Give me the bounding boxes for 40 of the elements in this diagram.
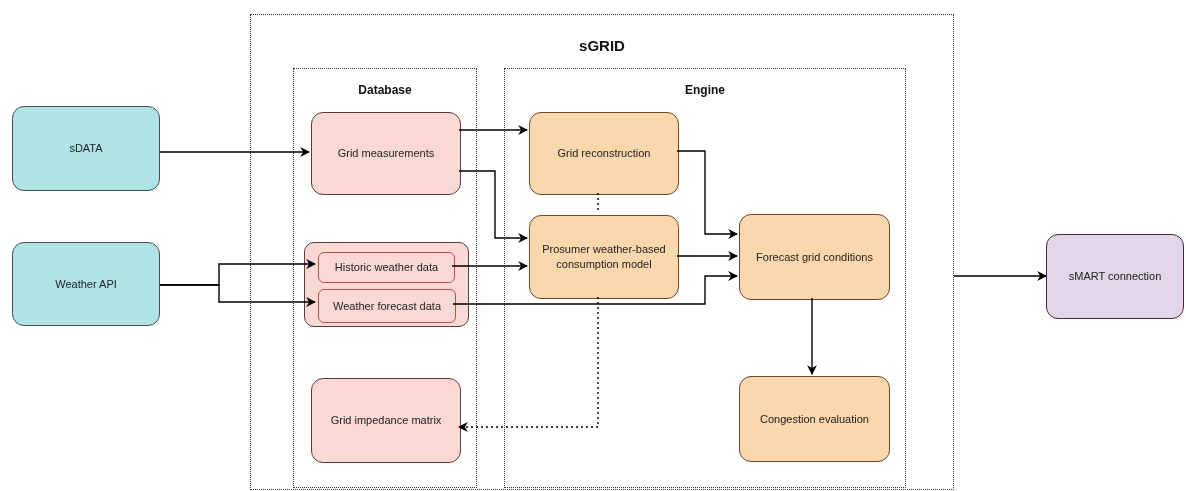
process-box <box>739 214 890 300</box>
system-container <box>250 14 954 490</box>
engine-container <box>504 68 906 488</box>
arrow <box>458 170 528 243</box>
box-label: Weather forecast data <box>333 298 441 314</box>
arrow <box>458 296 599 432</box>
arrow <box>451 261 528 271</box>
box-label: Grid impedance matrix <box>330 413 442 428</box>
group-heading: Engine <box>684 82 726 99</box>
process-box <box>739 376 890 462</box>
process-box <box>529 112 679 195</box>
data-box <box>318 252 455 283</box>
data-box <box>318 289 456 323</box>
arrow <box>676 150 738 239</box>
group-heading: Database <box>357 82 413 99</box>
arrow <box>807 297 817 375</box>
box-label: sMART connection <box>1068 269 1162 284</box>
output-box <box>1046 234 1184 319</box>
box-label: Forecast grid conditions <box>756 249 873 265</box>
box-label: Grid measurements <box>337 146 435 161</box>
data-box <box>311 378 461 463</box>
box-label: Historic weather data <box>334 260 439 275</box>
box-label: sDATA <box>69 141 103 156</box>
arrow <box>458 125 528 135</box>
arrow <box>676 251 738 261</box>
box-label: Grid reconstruction <box>557 146 651 161</box>
data-box <box>311 112 461 195</box>
source-box <box>12 106 160 191</box>
arrow <box>953 271 1047 281</box>
data-group-box <box>304 242 469 327</box>
arrow <box>159 147 310 157</box>
box-label: Prosumer weather-based consumption model <box>541 242 667 272</box>
box-label: Congestion evaluation <box>760 411 869 427</box>
arrow <box>452 271 738 305</box>
process-box <box>529 215 679 299</box>
database-container <box>293 68 477 488</box>
arrow <box>159 284 316 307</box>
group-heading: sGRID <box>578 36 626 56</box>
source-box <box>12 242 160 326</box>
box-label: Weather API <box>55 276 117 292</box>
